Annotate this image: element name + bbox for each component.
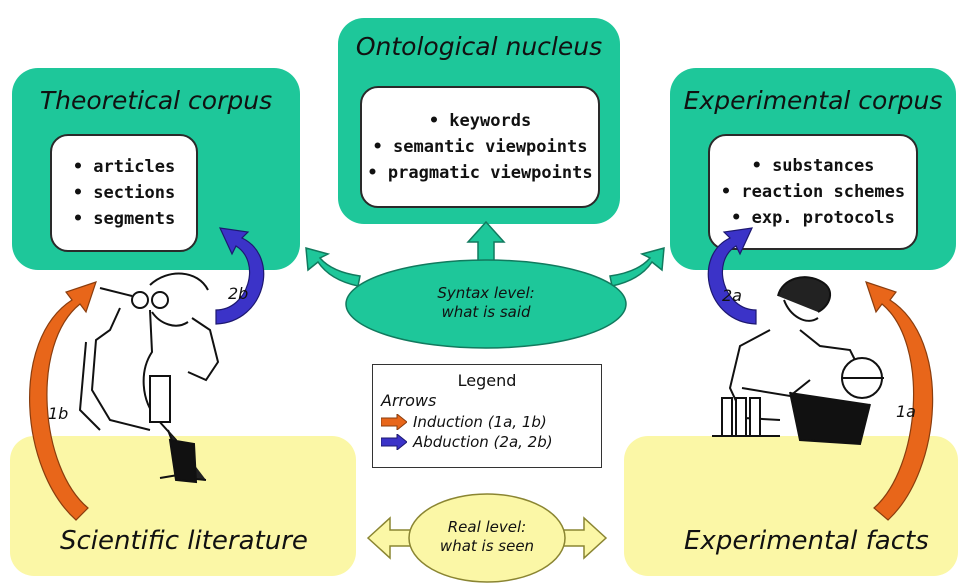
experimental-facts-label: Experimental facts [684, 526, 929, 556]
syntax-level-text: Syntax level: what is said [386, 284, 586, 322]
real-level-text: Real level: what is seen [420, 518, 554, 556]
blue-arrow-icon [381, 434, 407, 450]
ontological-nucleus-title: Ontological nucleus [355, 32, 603, 61]
arrow-label-2a: 2a [722, 286, 742, 305]
real-level-line2: what is seen [439, 537, 535, 555]
list-item: keywords [429, 108, 531, 134]
up-arrow-icon [466, 220, 506, 263]
induction-arrow-left-icon [28, 281, 97, 521]
real-level-ellipse [408, 493, 566, 583]
arrow-label-1b: 1b [48, 404, 69, 423]
scientist-figure [78, 272, 220, 484]
induction-arrows [28, 281, 934, 521]
theoretical-corpus-title: Theoretical corpus [39, 86, 273, 115]
ontological-nucleus-box: Ontological nucleus keywords semantic vi… [338, 18, 620, 224]
legend-abduction-row: Abduction (2a, 2b) [381, 433, 593, 451]
theoretical-corpus-list: articles sections segments [50, 134, 198, 252]
arrow-label-2b: 2b [228, 284, 249, 303]
syntax-level-line2: what is said [441, 303, 531, 321]
ontological-nucleus-list: keywords semantic viewpoints pragmatic v… [360, 86, 600, 208]
abduction-arrow-right-icon [707, 227, 757, 325]
legend-box: Legend Arrows Induction (1a, 1b) Abducti… [372, 364, 602, 468]
syntax-level-line1: Syntax level: [437, 284, 535, 302]
legend-abduction-label: Abduction (2a, 2b) [413, 433, 553, 451]
legend-title: Legend [457, 371, 517, 390]
legend-induction-row: Induction (1a, 1b) [381, 413, 593, 431]
list-item: segments [73, 206, 175, 232]
scientific-literature-label: Scientific literature [60, 526, 308, 556]
list-item: sections [73, 180, 175, 206]
arrow-label-1a: 1a [896, 402, 916, 421]
legend-induction-label: Induction (1a, 1b) [413, 413, 547, 431]
syntax-arrows [305, 220, 665, 287]
list-item: substances [752, 153, 874, 179]
chemist-figure [712, 276, 884, 446]
list-item: exp. protocols [731, 205, 895, 231]
experimental-corpus-title: Experimental corpus [683, 86, 943, 115]
list-item: articles [73, 154, 175, 180]
syntax-level-ellipse [345, 259, 627, 349]
left-arrow-icon [305, 246, 361, 287]
induction-arrow-right-icon [865, 281, 934, 521]
abduction-arrows [215, 227, 757, 325]
real-level-line1: Real level: [447, 518, 527, 536]
orange-arrow-icon [381, 414, 407, 430]
right-arrow-icon [609, 246, 665, 287]
list-item: pragmatic viewpoints [367, 160, 593, 186]
experimental-facts-box [624, 436, 958, 576]
legend-subtitle: Arrows [381, 391, 437, 410]
list-item: reaction schemes [721, 179, 905, 205]
experimental-corpus-box: Experimental corpus substances reaction … [670, 68, 956, 270]
theoretical-corpus-box: Theoretical corpus articles sections seg… [12, 68, 300, 270]
list-item: semantic viewpoints [373, 134, 587, 160]
abduction-arrow-left-icon [215, 227, 265, 325]
